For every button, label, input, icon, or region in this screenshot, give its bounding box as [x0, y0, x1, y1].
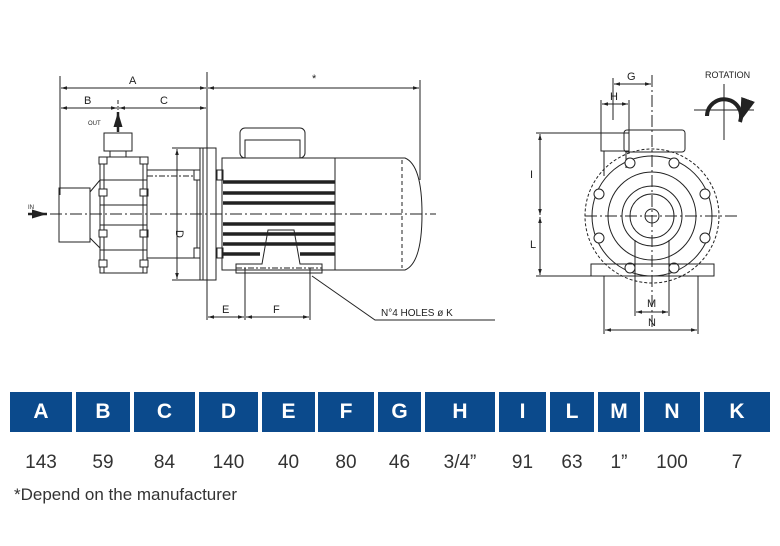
header-K: K [704, 392, 770, 432]
label-I: I [530, 169, 533, 181]
label-M: M [647, 298, 656, 310]
fan-cover [334, 157, 423, 271]
front-view [536, 75, 755, 334]
label-in: IN [28, 205, 34, 211]
value-F: 80 [335, 452, 357, 473]
feet-front [590, 263, 715, 277]
side-view [28, 72, 495, 321]
header-I: I [499, 392, 546, 432]
motor-feet [235, 229, 323, 274]
bracket [146, 169, 198, 259]
label-C: C [160, 95, 168, 107]
header-L: L [550, 392, 594, 432]
label-E: E [222, 304, 229, 316]
label-F: F [273, 304, 280, 316]
header-C: C [134, 392, 195, 432]
value-M: 1” [610, 452, 628, 473]
label-rotation: ROTATION [705, 70, 750, 80]
label-N: N [648, 317, 656, 329]
holes-leader [311, 275, 495, 321]
value-B: 59 [92, 452, 114, 473]
header-B: B [76, 392, 130, 432]
label-out: OUT [88, 121, 101, 127]
label-G: G [627, 71, 636, 83]
pump-casing [99, 156, 148, 274]
header-N: N [644, 392, 700, 432]
label-H: H [610, 91, 618, 103]
value-I: 91 [511, 452, 534, 473]
value-L: 63 [561, 452, 583, 473]
header-H: H [425, 392, 495, 432]
front-view-labels: G H I L M N ROTATION [530, 70, 750, 329]
value-D: 140 [212, 452, 245, 473]
value-G: 46 [388, 452, 411, 473]
header-E: E [262, 392, 315, 432]
header-F: F [318, 392, 374, 432]
label-A: A [129, 75, 137, 87]
pump-technical-drawing: A * B C OUT IN D E F N°4 HOLES ø K [28, 70, 755, 334]
value-E: 40 [277, 452, 300, 473]
terminal-box-front [623, 129, 686, 153]
header-A: A [10, 392, 72, 432]
label-B: B [84, 95, 91, 107]
motor-flange [199, 147, 217, 281]
label-holes: N°4 HOLES ø K [381, 308, 453, 319]
footnote: *Depend on the manufacturer [14, 485, 238, 504]
value-H: 3/4” [443, 452, 477, 473]
value-K: 7 [731, 452, 743, 473]
value-N: 100 [656, 452, 688, 473]
terminal-box [239, 127, 306, 159]
header-D: D [199, 392, 258, 432]
inlet-pipe [58, 187, 91, 243]
value-A: 143 [25, 452, 57, 473]
label-L: L [530, 239, 536, 251]
label-D: D [173, 230, 185, 238]
header-G: G [378, 392, 421, 432]
value-C: 84 [153, 452, 176, 473]
header-M: M [598, 392, 640, 432]
label-star: * [312, 73, 317, 85]
rotation-arrow-icon [705, 96, 755, 123]
side-view-labels: A * B C OUT IN D E F N°4 HOLES ø K [28, 73, 453, 319]
